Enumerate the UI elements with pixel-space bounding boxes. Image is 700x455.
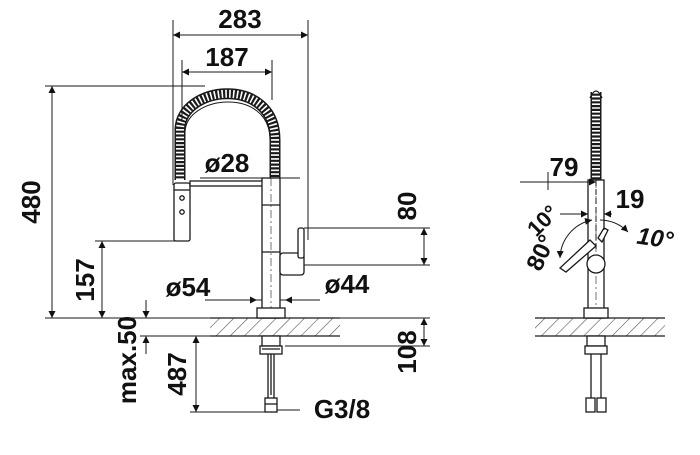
dim-depth-below: 108: [392, 330, 422, 373]
dim-dia-spout: ø28: [205, 148, 250, 178]
front-dimension-lines: [45, 20, 430, 413]
dim-lever-offset: 19: [616, 184, 645, 214]
dim-width-spout: 187: [205, 42, 248, 72]
dim-thread: G3/8: [314, 394, 370, 424]
dim-dia-base: ø54: [166, 272, 211, 302]
dim-height-spray: 157: [70, 258, 100, 301]
faucet-body: [261, 177, 281, 319]
holder-arm: [189, 180, 267, 187]
spring-coil: [174, 88, 281, 180]
dim-width-total: 283: [218, 4, 261, 34]
dim-depth-hose: 487: [162, 352, 192, 395]
dim-height-total: 480: [16, 180, 46, 223]
dim-dia-body: ø44: [325, 269, 370, 299]
fixing-nut: [259, 335, 283, 395]
spray-head: [173, 182, 191, 242]
front-view: [173, 88, 340, 413]
side-worktop: [535, 317, 665, 337]
side-spring-coil: [589, 90, 603, 180]
supply-hose: [264, 354, 278, 413]
side-view: [535, 90, 665, 413]
dim-angle-back: 10°: [635, 223, 675, 255]
side-dimension-lines: [520, 172, 629, 259]
side-fixing: [584, 335, 608, 413]
dim-max-thickness: max.50: [112, 316, 142, 404]
dim-offset: 79: [550, 152, 579, 182]
dim-height-lever: 80: [392, 192, 422, 221]
dim-angle-tilt: 10°: [522, 200, 563, 241]
front-worktop: [210, 317, 340, 337]
front-dimension-texts: 283 187 480 157 ø28 ø54 ø44 80 max.50 48…: [16, 4, 422, 424]
side-lever: [279, 227, 305, 276]
